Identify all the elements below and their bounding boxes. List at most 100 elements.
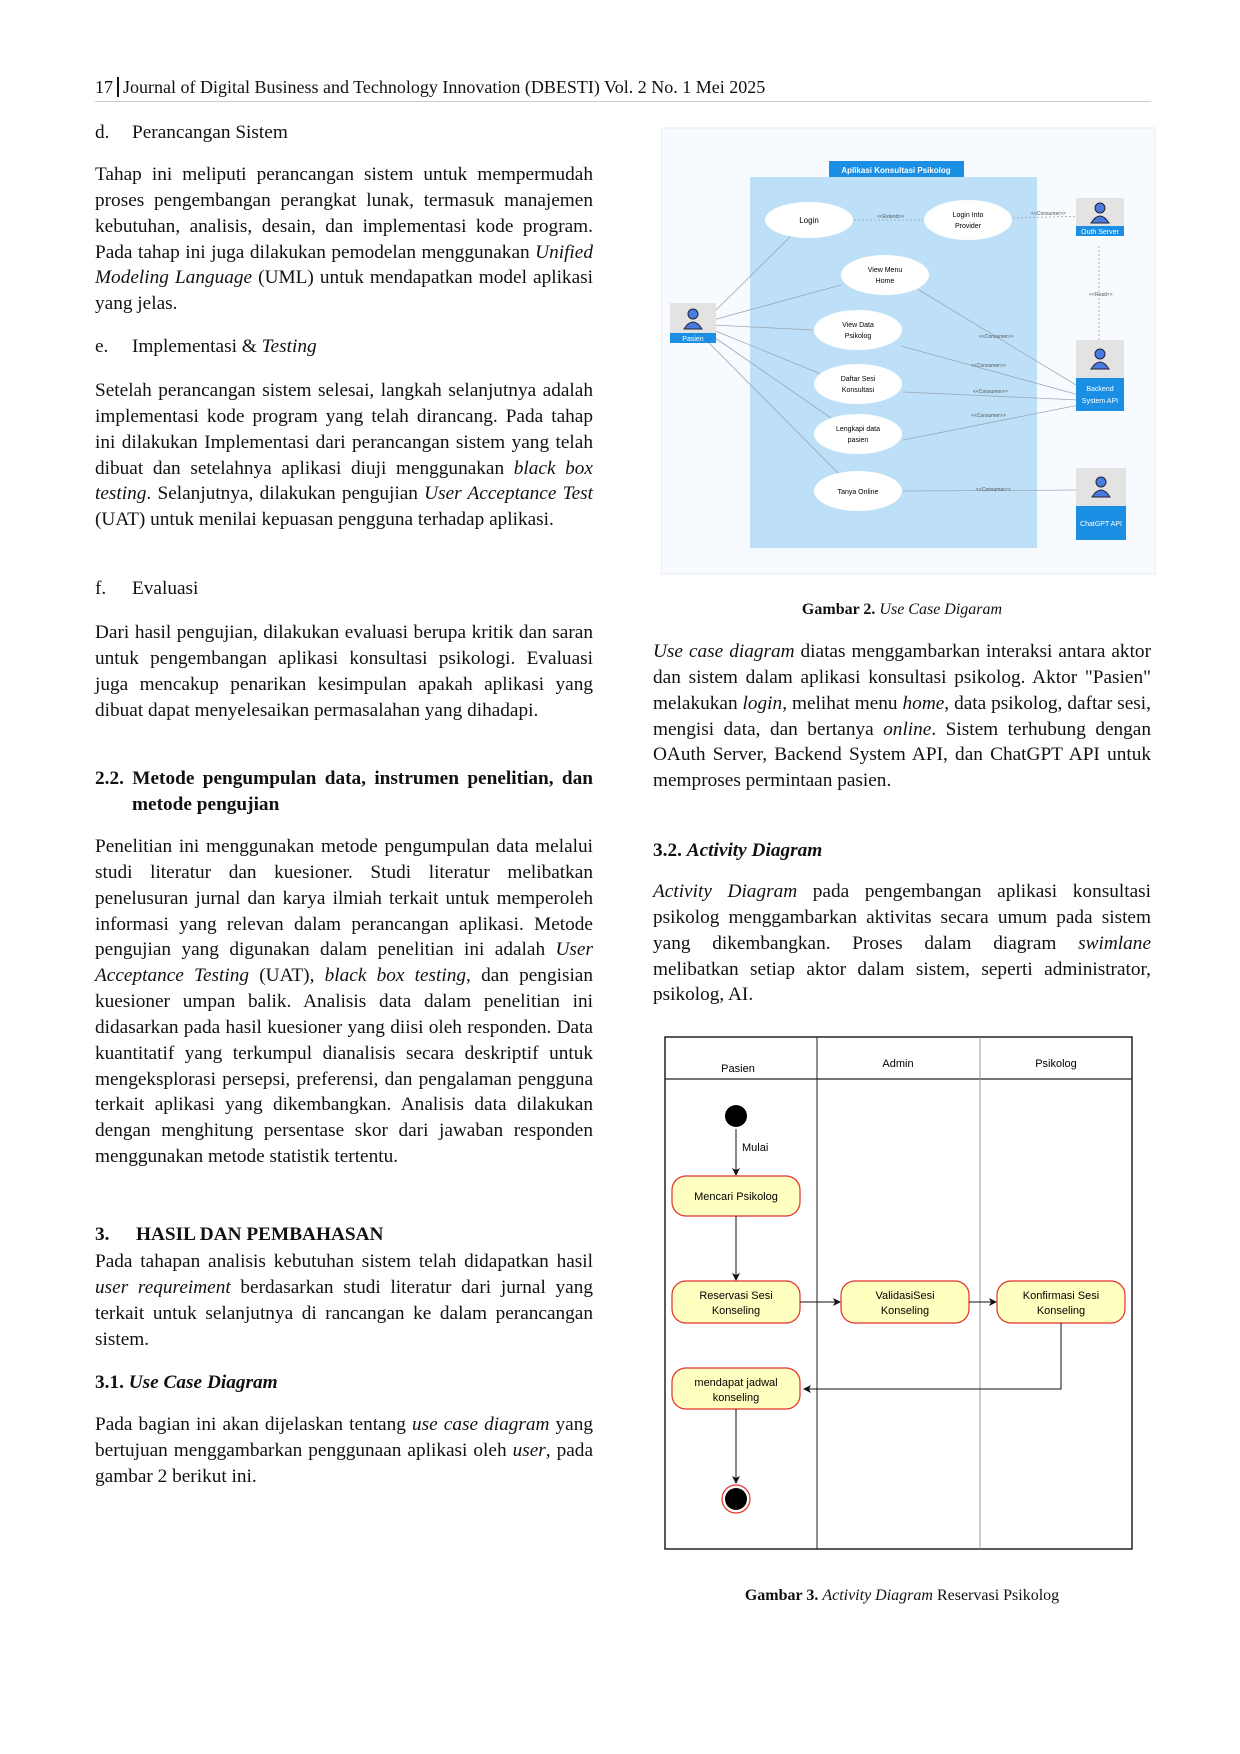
consumer-label: <<Consumer>>: [979, 334, 1014, 340]
section-number: 3.: [95, 1224, 110, 1245]
svg-text:mendapat jadwal: mendapat jadwal: [694, 1377, 777, 1389]
text-run: Pada bagian ini akan dijelaskan tentang: [95, 1414, 412, 1435]
svg-text:Outh Server: Outh Server: [1081, 229, 1119, 236]
text-run: Tahap ini meliputi perancangan sistem un…: [95, 164, 593, 263]
header-rule: [95, 101, 1151, 102]
text-run: pada pengembangan aplikasi konsultasi ps…: [653, 881, 1151, 954]
consumer-label: <<Consumer>>: [1031, 211, 1066, 217]
flow-arrow-return: [803, 1323, 1062, 1393]
text-run: (UAT) untuk menilai kepuasan pengguna te…: [95, 509, 554, 531]
paragraph-evaluasi: Dari hasil pengujian, dilakukan evaluasi…: [95, 620, 593, 723]
paragraph-perancangan: Tahap ini meliputi perancangan sistem un…: [95, 162, 593, 317]
svg-text:View Menu: View Menu: [868, 267, 903, 274]
text-run: Penelitian ini menggunakan metode pengum…: [95, 836, 593, 961]
svg-text:Konseling: Konseling: [1037, 1305, 1085, 1317]
svg-text:Home: Home: [876, 278, 895, 285]
subsection-d-heading: d.Perancangan Sistem: [95, 120, 593, 146]
list-marker: e.: [95, 336, 109, 357]
activity-diagram: Pasien Admin Psikolog Mulai Mencari Psik…: [664, 1036, 1133, 1550]
lane-pasien: Pasien: [721, 1063, 755, 1075]
text-run: Pada tahapan analisis kebutuhan sistem t…: [95, 1251, 593, 1272]
header-divider: [117, 77, 119, 97]
section-title: Activity Diagram: [686, 840, 823, 861]
section-3-heading: 3.HASIL DAN PEMBAHASAN: [95, 1222, 593, 1248]
activity-mencari-psikolog: Mencari Psikolog: [671, 1175, 801, 1217]
use-case-tanya-online: Tanya Online: [814, 471, 902, 511]
section-number: 3.2.: [653, 840, 682, 861]
caption-label: Gambar 3.: [744, 1587, 819, 1604]
text-run: melibatkan setiap aktor dalam sistem, se…: [653, 958, 1151, 1006]
end-node: [721, 1484, 751, 1514]
svg-text:Daftar Sesi: Daftar Sesi: [841, 376, 876, 383]
text-run: user: [512, 1439, 546, 1461]
text-run: black box testing: [95, 457, 593, 505]
svg-text:ChatGPT API: ChatGPT API: [1080, 521, 1122, 528]
caption-title: Activity Diagram: [822, 1587, 933, 1604]
text-run: Dari hasil pengujian, dilakukan evaluasi…: [95, 622, 593, 721]
text-run: User Acceptance Testing: [95, 939, 593, 987]
page-number: 17: [95, 77, 113, 97]
text-run: , pada gambar 2 berikut ini.: [95, 1439, 594, 1487]
caption-title-rest: Reservasi Psikolog: [932, 1587, 1060, 1604]
section-2-2-heading: 2.2. Metode pengumpulan data, instrumen …: [95, 766, 593, 818]
svg-text:Mencari Psikolog: Mencari Psikolog: [694, 1191, 778, 1203]
svg-text:Konseling: Konseling: [881, 1305, 929, 1317]
text-run: (UAT),: [249, 965, 325, 987]
text-run: (UML) untuk mendapatkan model aplikasi y…: [95, 267, 593, 315]
text-run: Activity Diagram: [653, 881, 798, 902]
text-run: online: [883, 718, 932, 740]
read-label: <<Read>>: [1089, 292, 1113, 298]
figure-2-caption: Gambar 2. Use Case Digaram: [653, 601, 1151, 619]
text-run: . Sistem terhubung dengan OAuth Server, …: [653, 718, 1151, 792]
text-run: black box testing: [324, 965, 467, 987]
user-icon: [1090, 348, 1110, 370]
text-run: Use case diagram: [653, 641, 795, 662]
text-run: swimlane: [1078, 932, 1151, 954]
svg-text:Konseling: Konseling: [712, 1305, 760, 1317]
text-run: Setelah perancangan sistem selesai, lang…: [95, 380, 593, 479]
text-run: yang bertujuan menggambarkan penggunaan …: [95, 1414, 593, 1461]
text-run: login: [742, 692, 783, 714]
paragraph-hasil: Pada tahapan analisis kebutuhan sistem t…: [95, 1249, 593, 1352]
actor-chatgpt-api: ChatGPT API: [1076, 468, 1126, 540]
actor-pasien: Pasien: [670, 303, 716, 343]
caption-title: Use Case Digaram: [879, 601, 1003, 618]
text-run: user requreiment: [95, 1276, 231, 1298]
use-case-login: Login: [765, 202, 853, 238]
svg-text:System API: System API: [1082, 398, 1118, 405]
journal-title: Journal of Digital Business and Technolo…: [123, 77, 766, 97]
actor-backend-system-api: Backend System API: [1076, 340, 1124, 411]
section-3-1-heading: 3.1. Use Case Diagram: [95, 1370, 593, 1396]
section-3-2-heading: 3.2. Activity Diagram: [653, 838, 1151, 864]
text-run: User Acceptance Test: [424, 483, 593, 505]
svg-text:pasien: pasien: [848, 437, 869, 444]
text-run: . Selanjutnya, dilakukan pengujian: [146, 483, 425, 505]
svg-text:Backend: Backend: [1086, 386, 1113, 393]
use-case-diagram: Aplikasi Konsultasi Psikolog <<Extend>> …: [661, 127, 1156, 575]
running-header: 17 Journal of Digital Business and Techno…: [95, 77, 765, 98]
text-run: , dan pengisian kuesioner umpan balik. A…: [95, 965, 594, 1168]
association-lines: [705, 215, 1100, 492]
relation-labels: <<Extend>> <<Consumer>> <<Read>> <<Consu…: [877, 211, 1113, 493]
svg-text:ValidasiSesi: ValidasiSesi: [875, 1290, 934, 1302]
text-run: berdasarkan studi literatur dari jurnal …: [95, 1276, 593, 1350]
svg-text:Psikolog: Psikolog: [845, 333, 872, 340]
caption-label: Gambar 2.: [801, 601, 876, 618]
text-run: , data psikolog, daftar sesi, mengisi da…: [653, 692, 1151, 740]
lane-psikolog: Psikolog: [1035, 1058, 1077, 1070]
system-title-bar: [829, 161, 964, 177]
paragraph-use-case-description: Use case diagram diatas menggambarkan in…: [653, 639, 1151, 794]
actor-oauth-server: Outh Server: [1076, 198, 1124, 236]
extend-label: <<Extend>>: [877, 214, 904, 220]
subsection-title: Evaluasi: [132, 578, 199, 599]
section-title: Use Case Diagram: [128, 1372, 278, 1393]
figure-3-caption: Gambar 3. Activity Diagram Reservasi Psi…: [653, 1587, 1151, 1605]
consumer-label: <<Consumer>>: [971, 363, 1006, 369]
text-run: Unified Modeling Language: [95, 241, 593, 289]
user-icon: [1090, 202, 1110, 224]
list-marker: f.: [95, 578, 107, 599]
start-flow-label: Mulai: [742, 1142, 768, 1154]
